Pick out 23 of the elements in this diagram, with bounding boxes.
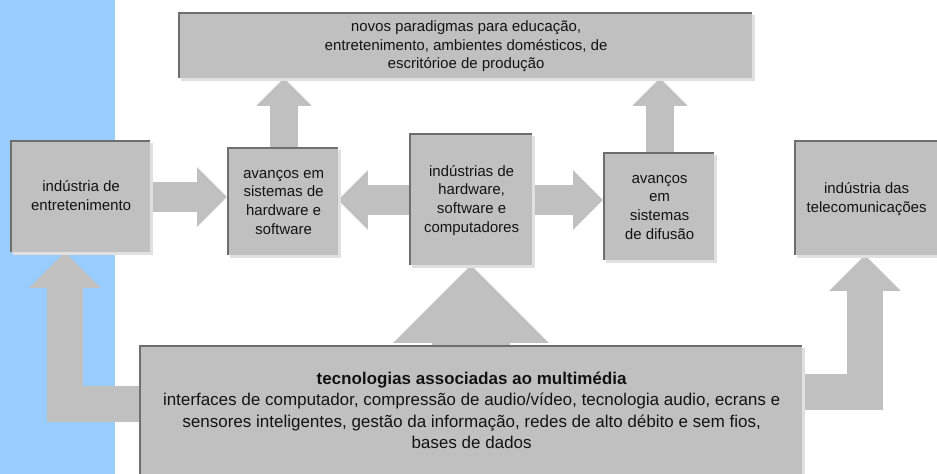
box-text: interfaces de computador, compressão de audio/vídeo, tecnologia audio, ecrans e sensores inteligentes, gestão da informação, redes de alto débito e sem fios, bases de dados (162, 389, 782, 453)
process-box (178, 12, 752, 78)
block-arrow (150, 167, 227, 227)
block-arrow (393, 265, 549, 345)
process-box (139, 345, 802, 474)
block-arrow (532, 170, 603, 230)
block-arrow (29, 252, 139, 422)
process-box (794, 140, 937, 255)
block-arrow (256, 78, 312, 147)
process-box (409, 133, 532, 265)
box-text: indústria de entretenimento (30, 178, 132, 216)
process-box (603, 152, 714, 260)
process-box (227, 147, 338, 255)
box-text: avanços em sistemas de hardware e software (243, 164, 324, 240)
box-text: indústrias de hardware, software e computadores (422, 162, 520, 238)
process-box (10, 140, 150, 252)
box-heading: tecnologias associadas ao multimédia (316, 368, 626, 390)
block-arrow (338, 170, 409, 230)
box-text: avanços em sistemas de difusão (624, 170, 696, 244)
box-text: indústria das telecomunicações (805, 180, 928, 218)
box-text: novos paradigmas para educação, entretenimento, ambientes domésticos, de escritórioe de produção (324, 18, 608, 74)
block-arrow (802, 255, 901, 410)
block-arrow (632, 78, 688, 152)
